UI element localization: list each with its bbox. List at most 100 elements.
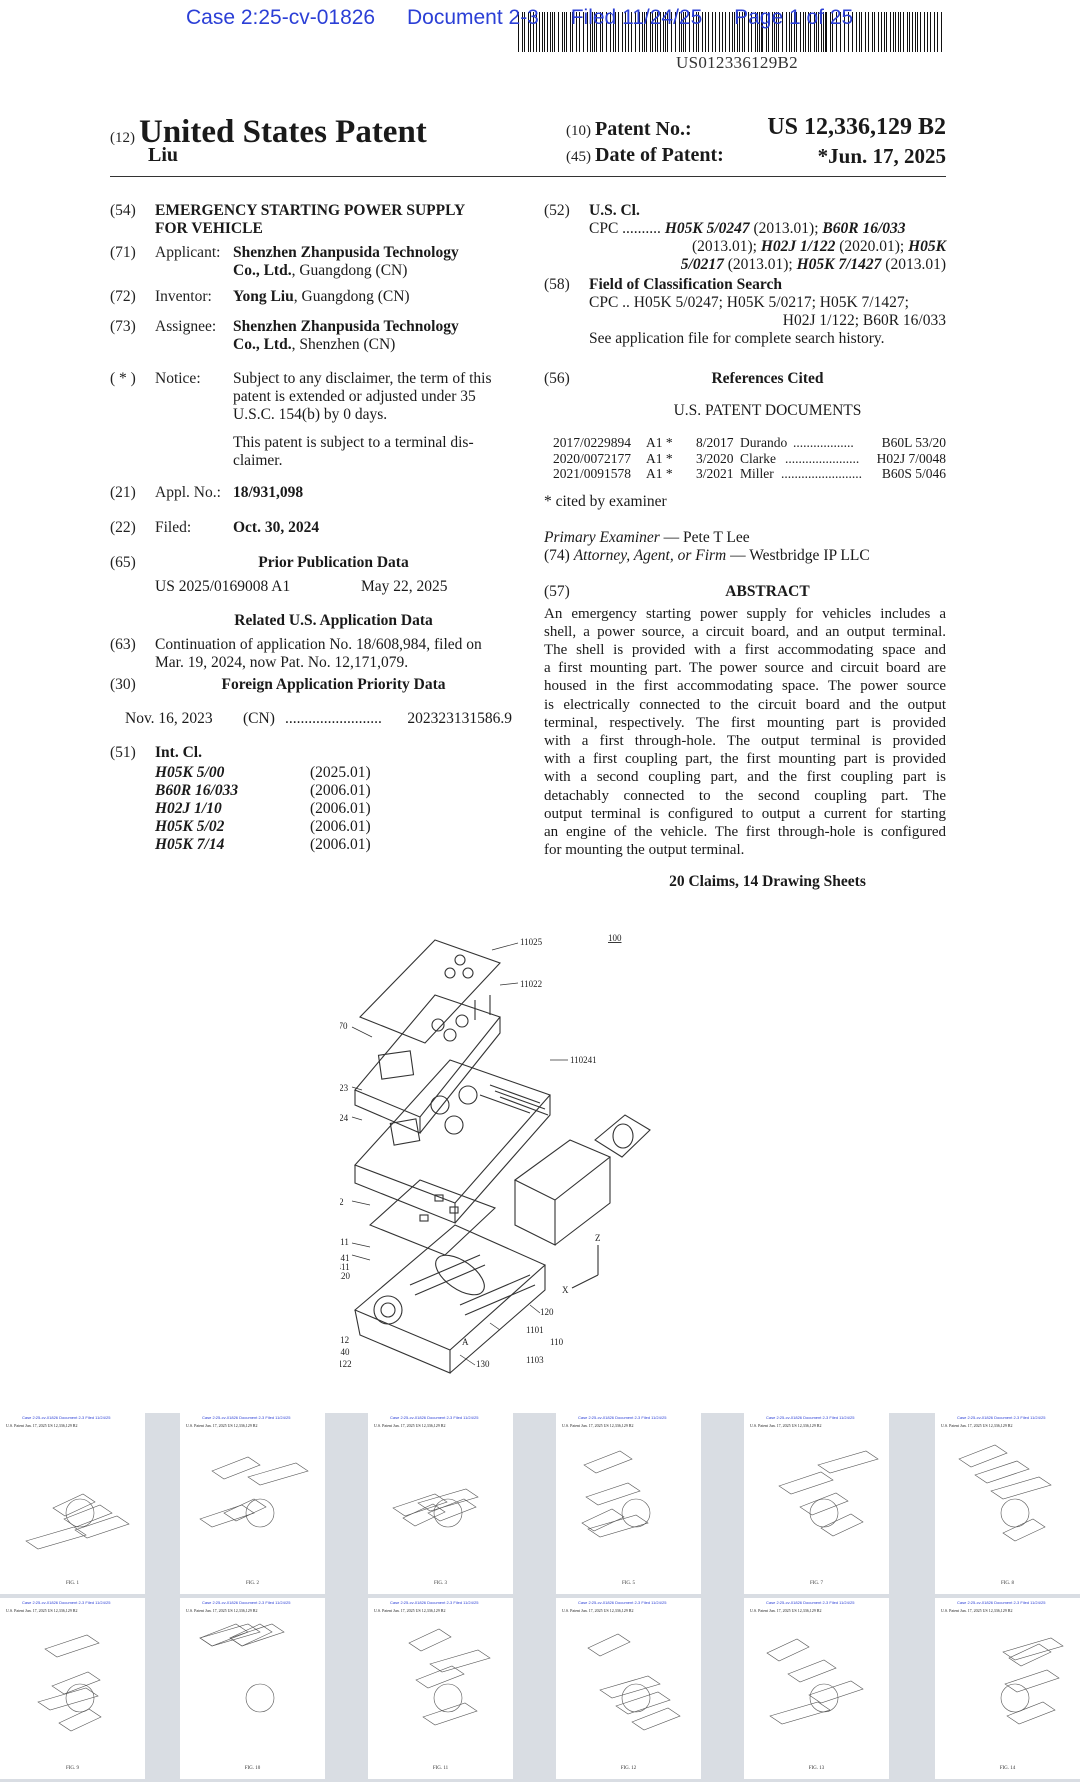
thumb-sheet-header: U.S. Patent Jun. 17, 2025 US 12,336,129 …	[186, 1423, 258, 1428]
prior-publication-date: May 22, 2025	[361, 578, 448, 595]
us-patent-documents-head: U.S. PATENT DOCUMENTS	[673, 402, 862, 419]
applicant-name-line1: Shenzhen Zhanpusida Technology	[233, 244, 459, 261]
thumb-sheet-header: U.S. Patent Jun. 17, 2025 US 12,336,129 …	[6, 1423, 78, 1428]
label-11023: 11023	[340, 1083, 349, 1093]
drawing-sheet-thumbnail[interactable]: Case 2:25-cv-01826 Document 2-3 Filed 11…	[935, 1413, 1080, 1594]
thumb-case-header: Case 2:25-cv-01826 Document 2-3 Filed 11…	[202, 1600, 291, 1605]
thumb-fig-label: FIG. 11	[432, 1766, 449, 1771]
field-search-text: CPC .. H05K 5/0247; H05K 5/0217; H05K 7/…	[544, 294, 946, 370]
int-cl-year: (2006.01)	[310, 818, 371, 835]
thumb-case-header: Case 2:25-cv-01826 Document 2-3 Filed 11…	[766, 1415, 855, 1420]
int-cl-row: B60R 16/033(2006.01)	[155, 782, 512, 800]
drawing-sheet-thumbnail[interactable]: Case 2:25-cv-01826 Document 2-3 Filed 11…	[180, 1413, 325, 1594]
reference-kind: A1 *	[646, 466, 673, 481]
thumb-sheet-header: U.S. Patent Jun. 17, 2025 US 12,336,129 …	[374, 1423, 446, 1428]
label-120: 120	[540, 1307, 554, 1317]
abstract-line: with a second coupling part, and the fir…	[544, 769, 946, 786]
thumb-sheet-header: U.S. Patent Jun. 17, 2025 US 12,336,129 …	[6, 1608, 78, 1613]
drawing-sheet-thumbnail[interactable]: Case 2:25-cv-01826 Document 2-3 Filed 11…	[368, 1413, 513, 1594]
barcode	[518, 12, 942, 52]
drawing-sheet-thumbnail[interactable]: Case 2:25-cv-01826 Document 2-3 Filed 11…	[935, 1598, 1080, 1779]
thumb-drawing	[392, 1488, 479, 1528]
code-58: (58)	[544, 276, 570, 293]
reference-name: Miller	[740, 466, 774, 481]
applicant-value: Shenzhen Zhanpusida Technology Co., Ltd.…	[233, 244, 459, 280]
drawing-sheet-thumbnail[interactable]: Case 2:25-cv-01826 Document 2-3 Filed 11…	[744, 1413, 889, 1594]
reference-dots: ........................	[781, 466, 862, 481]
prior-publication-row: US 2025/0169008 A1 May 22, 2025	[110, 578, 512, 612]
thumb-fig-label: FIG. 3	[433, 1581, 448, 1586]
label-1102: 1102	[340, 1197, 344, 1207]
reference-class: B60L 53/20	[881, 435, 946, 450]
applicant-name-line2: Co., Ltd.	[233, 262, 292, 279]
drawing-labels: 11025 100 11022 170 110241 11023 11024 1…	[340, 933, 622, 1369]
primary-examiner-name: — Pete T Lee	[659, 528, 750, 546]
reference-number: 2017/0229894	[553, 435, 632, 450]
thumb-case-header: Case 2:25-cv-01826 Document 2-3 Filed 11…	[578, 1600, 667, 1605]
applicant-label: Applicant:	[155, 244, 221, 261]
invention-title: EMERGENCY STARTING POWER SUPPLY FOR VEHI…	[155, 202, 465, 238]
field-22-filed: (22) Filed: Oct. 30, 2024	[110, 519, 512, 554]
attorney-label: Attorney, Agent, or Firm	[573, 546, 727, 564]
references-list: 2017/0229894 A1 * 8/2017 Durando .......…	[553, 434, 946, 481]
abstract-line: terminal, respectively. The first mounti…	[544, 714, 946, 731]
abstract-line: with a first coupling part, the first mo…	[544, 751, 946, 768]
int-cl-list: H05K 5/00(2025.01) B60R 16/033(2006.01) …	[155, 764, 512, 854]
thumb-sheet-header: U.S. Patent Jun. 17, 2025 US 12,336,129 …	[750, 1608, 822, 1613]
label-1101: 1101	[526, 1325, 544, 1335]
notice-line: claimer.	[233, 452, 283, 469]
label-1122: 1122	[340, 1359, 352, 1369]
thumb-sheet-header: U.S. Patent Jun. 17, 2025 US 12,336,129 …	[941, 1608, 1013, 1613]
drawing-sheet-thumbnail[interactable]: Case 2:25-cv-01826 Document 2-3 Filed 11…	[556, 1413, 701, 1594]
drawing-sheet-thumbnail[interactable]: Case 2:25-cv-01826 Document 2-3 Filed 11…	[180, 1598, 325, 1779]
thumb-sheet-header: U.S. Patent Jun. 17, 2025 US 12,336,129 …	[562, 1423, 634, 1428]
label-1103: 1103	[526, 1355, 544, 1365]
int-cl-year: (2025.01)	[310, 764, 371, 781]
notice-text: Subject to any disclaimer, the term of t…	[233, 370, 512, 470]
drawing-sheet-thumbnail[interactable]: Case 2:25-cv-01826 Document 2-3 Filed 11…	[744, 1598, 889, 1779]
label-11022: 11022	[520, 979, 542, 989]
drawing-sheet-thumbnail[interactable]: Case 2:25-cv-01826 Document 2-3 Filed 11…	[0, 1413, 145, 1594]
primary-examiner: Primary Examiner — Pete T Lee	[544, 529, 946, 547]
reference-kind: A1 *	[646, 450, 673, 466]
drawing-sheet-thumbnail[interactable]: Case 2:25-cv-01826 Document 2-3 Filed 11…	[0, 1598, 145, 1779]
us-cl-class: B60R 16/033	[822, 220, 906, 237]
thumb-fig-label: FIG. 5	[621, 1581, 636, 1586]
code-21: (21)	[110, 484, 136, 501]
reference-class: B60S 5/046	[881, 466, 946, 481]
code-72: (72)	[110, 288, 136, 305]
appl-no-label: Appl. No.:	[155, 484, 221, 501]
thumb-fig-label: FIG. 13	[808, 1766, 825, 1771]
circuit-board	[368, 1179, 497, 1256]
invention-title-line2: FOR VEHICLE	[155, 220, 263, 237]
code-74: (74)	[544, 546, 570, 564]
thumb-drawing	[199, 1623, 285, 1713]
thumb-case-header: Case 2:25-cv-01826 Document 2-3 Filed 11…	[390, 1415, 479, 1420]
notice-line: patent is extended or adjusted under 35	[233, 388, 476, 405]
us-cl-year: (2013.01)	[881, 256, 946, 273]
foreign-priority-number: 202323131586.9	[407, 710, 512, 727]
thumb-case-header: Case 2:25-cv-01826 Document 2-3 Filed 11…	[22, 1600, 111, 1605]
field-52-head: (52) U.S. Cl.	[544, 202, 946, 220]
date-label: Date of Patent:	[595, 144, 724, 166]
foreign-priority-date: Nov. 16, 2023	[125, 710, 213, 727]
lower-shell	[353, 1224, 547, 1374]
int-cl-head: Int. Cl.	[155, 744, 202, 761]
attorney: (74) Attorney, Agent, or Firm — Westbrid…	[544, 547, 946, 583]
abstract-line: is electrically connected to the circuit…	[544, 696, 946, 713]
reference-name: Clarke	[740, 450, 776, 466]
drawing-sheet-thumbnail[interactable]: Case 2:25-cv-01826 Document 2-3 Filed 11…	[556, 1598, 701, 1779]
drawing-sheet-thumbnail[interactable]: Case 2:25-cv-01826 Document 2-3 Filed 11…	[368, 1598, 513, 1779]
reference-row: 2017/0229894 A1 * 8/2017 Durando .......…	[553, 434, 946, 450]
leader-lines	[351, 942, 568, 1366]
abstract-text: An emergency starting power supply for v…	[544, 605, 946, 860]
thumb-fig-label: FIG. 14	[999, 1766, 1016, 1771]
prior-publication-head: Prior Publication Data	[258, 554, 409, 571]
abstract-line: with a first through-hole. The output te…	[544, 732, 946, 749]
abstract-line: for mounting the output terminal.	[544, 842, 745, 859]
field-30-head: (30) Foreign Application Priority Data	[110, 676, 512, 710]
label-130: 130	[476, 1359, 490, 1369]
drawing-sheet-thumbnails: Case 2:25-cv-01826 Document 2-3 Filed 11…	[0, 1413, 1080, 1782]
code-30: (30)	[110, 676, 136, 693]
field-21-appl-no: (21) Appl. No.: 18/931,098	[110, 484, 512, 519]
